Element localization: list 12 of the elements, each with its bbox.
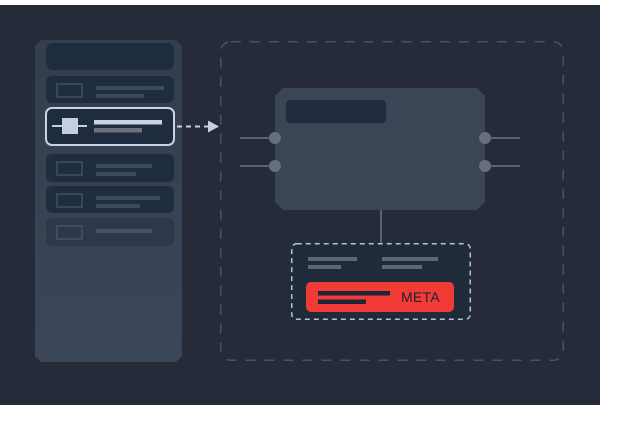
list-item bbox=[46, 186, 174, 213]
dashed-group-frame bbox=[220, 41, 564, 361]
list-item bbox=[46, 154, 174, 182]
selected-list-item bbox=[45, 107, 175, 146]
meta-tag bbox=[306, 282, 454, 312]
title-placeholder-bar bbox=[286, 100, 386, 123]
list-item bbox=[46, 76, 174, 103]
faded-list-item bbox=[46, 218, 174, 246]
dashed-detail-box bbox=[291, 243, 471, 320]
tag-label: META bbox=[400, 289, 440, 305]
side-panel bbox=[35, 40, 182, 362]
node-card bbox=[275, 88, 485, 210]
